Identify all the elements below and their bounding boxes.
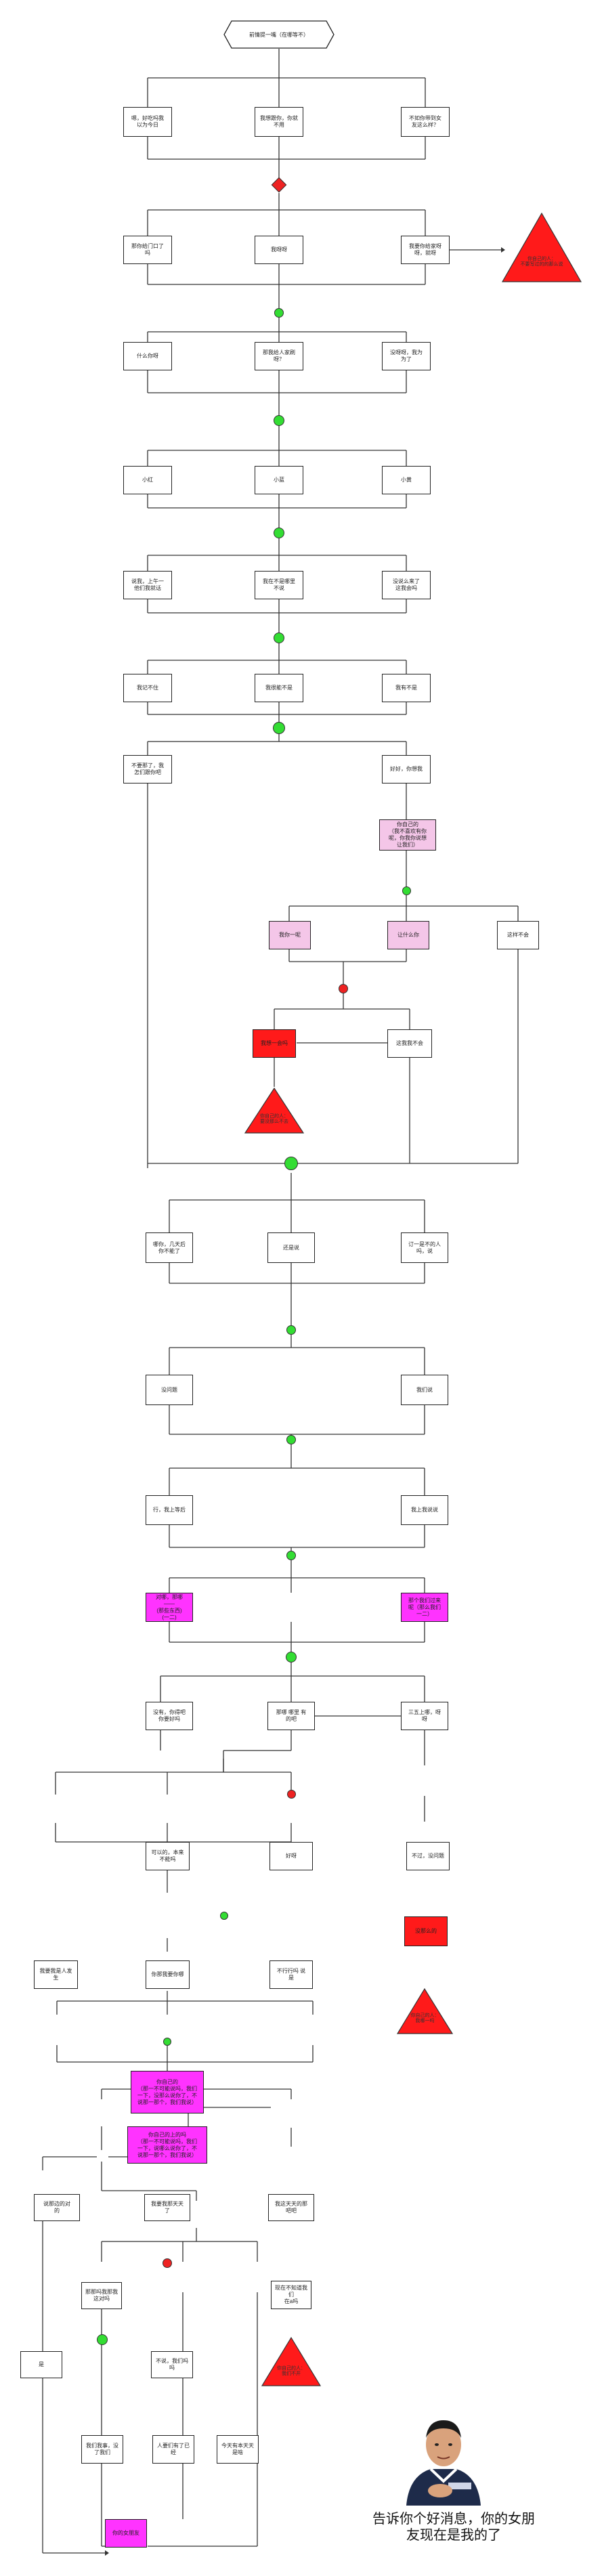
node-r2-c: 我要你给家呀 呀，就呀 <box>401 236 450 264</box>
magenta-node-2: 那个我们过来 呢（那么我们 一二） <box>401 1593 448 1622</box>
node-r17-c: 今天有本天天 是啥 <box>217 2435 259 2464</box>
red-node: 我想一会吗 <box>253 1029 296 1058</box>
junction-dot <box>273 722 285 734</box>
node-r16-b: 不说，我们吗 吗 <box>151 2351 193 2378</box>
start-node: 前情提一嘴（在哪等不） <box>223 20 335 49</box>
node-r8-c: 订一是不的人 吗，说 <box>401 1232 448 1263</box>
node-r14-c: 我这天天的那 吧吧 <box>268 2194 314 2221</box>
node-r13-a: 我要我是人发 生 <box>34 1960 78 1989</box>
node-r6-b: 我很能不是 <box>255 674 303 702</box>
node-r12-c: 不过，没问题 <box>406 1842 450 1870</box>
red-triangle-4: 你自己的人： 我们不开 <box>261 2336 322 2387</box>
node-r13-c: 不行行吗 说 是 <box>269 1960 313 1989</box>
node-pink-row-c: 这样不会 <box>497 921 539 949</box>
node-r10-c: 我上我说说 <box>401 1495 448 1525</box>
node-r4-b: 小蓝 <box>255 466 303 494</box>
final-node: 你的女朋友 <box>105 2519 147 2548</box>
junction-dot-red <box>163 2258 172 2268</box>
node-r7-a: 不要那了，我 怎们跟你吧 <box>123 755 172 783</box>
junction-dot-red <box>287 1790 296 1799</box>
junction-dot <box>274 528 284 538</box>
junction-dot-red <box>339 984 348 993</box>
triangle-1-text: 你自己的人： 不要写过的的那么说 <box>520 257 563 267</box>
pink-node-1: 你自己的 （我不喜欢有你 呢，你我你说想 让我们） <box>379 819 436 851</box>
node-r4-a: 小红 <box>123 466 172 494</box>
junction-dot <box>274 308 284 318</box>
node-r17-a: 我们我事，没 了我们 <box>81 2435 123 2464</box>
junction-dot <box>286 1325 296 1335</box>
junction-dot <box>97 2334 108 2345</box>
node-left-box: 是 <box>20 2351 62 2378</box>
junction-dot <box>286 1551 296 1560</box>
node-r7-c: 好好，你想我 <box>382 755 431 783</box>
node-r12-b: 好呀 <box>269 1842 313 1870</box>
node-r12-a: 可以的，本来 不能吗 <box>146 1842 190 1870</box>
node-r9-a: 没问题 <box>146 1375 193 1405</box>
node-r10-a: 行，我上等后 <box>146 1495 193 1525</box>
node-r11-a: 没有，你得吧 你要好吗 <box>146 1702 193 1730</box>
pink-node-a: 我你一呢 <box>269 921 311 949</box>
node-r8-b: 还是说 <box>267 1232 315 1263</box>
red-node-2: 没那么的 <box>404 1916 448 1946</box>
node-r1-b: 我想跟你，你就 不用 <box>255 107 303 137</box>
node-r1-c: 不如你带到女 友这么样？ <box>401 107 450 137</box>
start-label: 前情提一嘴（在哪等不） <box>249 31 309 38</box>
node-r3-c: 没呀呀，我为 为了 <box>382 342 431 370</box>
magenta-node-1: 对哪，那哪 —— (那些东西) (一二) <box>146 1593 193 1622</box>
meme-caption: 告诉你个好消息，你的女朋 友现在是我的了 <box>372 2512 535 2543</box>
node-r1-a: 嗯，好吃吗我 以为今日 <box>123 107 172 137</box>
triangle-3-text: 你自己的人： 我哪一吗 <box>410 2013 439 2024</box>
junction-dot <box>402 886 411 895</box>
node-r13-b: 你那我要你哪 <box>146 1960 190 1989</box>
node-r6-a: 我记不住 <box>123 674 172 702</box>
red-triangle-2: 你自己的人： 要没那么不去 <box>244 1087 305 1134</box>
node-r15-a: 那那吗我那我 这对吗 <box>81 2282 122 2309</box>
node-after-red: 这我我不会 <box>387 1029 432 1058</box>
magenta-node-3: 你自己的 （那一不可能说吗，我们 一下，没那么说你了，不 说那一那个，我们我说） <box>131 2071 204 2113</box>
node-r3-b: 那我给人家刷 呀？ <box>255 342 303 370</box>
node-r2-b: 我呀呀 <box>255 236 303 264</box>
node-r5-c: 没说么来了 这我会吗 <box>382 571 431 599</box>
node-r9-c: 我们说 <box>401 1375 448 1405</box>
triangle-4-text: 你自己的人： 我们不开 <box>277 2366 305 2377</box>
junction-dot <box>220 1912 228 1920</box>
magenta-node-4: 你自己的上的吗 （那一不可能说吗，我们 一下，说哪么说你了，不 说那一那个，我们… <box>127 2126 207 2164</box>
triangle-2-text: 你自己的人： 要没那么不去 <box>260 1114 288 1125</box>
node-r2-a: 那你给门口了 吗 <box>123 236 172 264</box>
junction-dot <box>163 2038 171 2046</box>
junction-dot-large <box>284 1157 298 1170</box>
person-photo <box>400 2411 488 2506</box>
node-r8-a: 哪你，几天后 你不能了 <box>146 1232 193 1263</box>
node-r6-c: 我有不是 <box>382 674 431 702</box>
node-r17-b: 人要们有了已 经 <box>152 2435 194 2464</box>
node-r15-c: 现在不知道我们 在a吗 <box>271 2281 311 2309</box>
node-r11-c: 三五上哪，呀 呀 <box>401 1702 448 1730</box>
red-triangle-1: 你自己的人： 不要写过的的那么说 <box>501 212 582 283</box>
junction-dot <box>274 415 284 426</box>
junction-dot <box>274 632 284 643</box>
node-r5-a: 说我，上午一 他们我就话 <box>123 571 172 599</box>
node-r5-b: 我在不是哪里 不说 <box>255 571 303 599</box>
node-r11-b: 那哪 哪里 有 的吧 <box>267 1702 315 1730</box>
node-r14-b: 我要我那天天 了 <box>144 2194 190 2221</box>
node-r4-c: 小黄 <box>382 466 431 494</box>
pink-node-b: 让什么你 <box>387 921 429 949</box>
red-triangle-3: 你自己的人： 我哪一吗 <box>396 1988 454 2035</box>
node-r3-a: 什么你呀 <box>123 342 172 370</box>
junction-dot <box>286 1435 296 1444</box>
junction-dot <box>286 1652 297 1662</box>
node-r14-a: 说那边的对 的 <box>34 2194 80 2221</box>
